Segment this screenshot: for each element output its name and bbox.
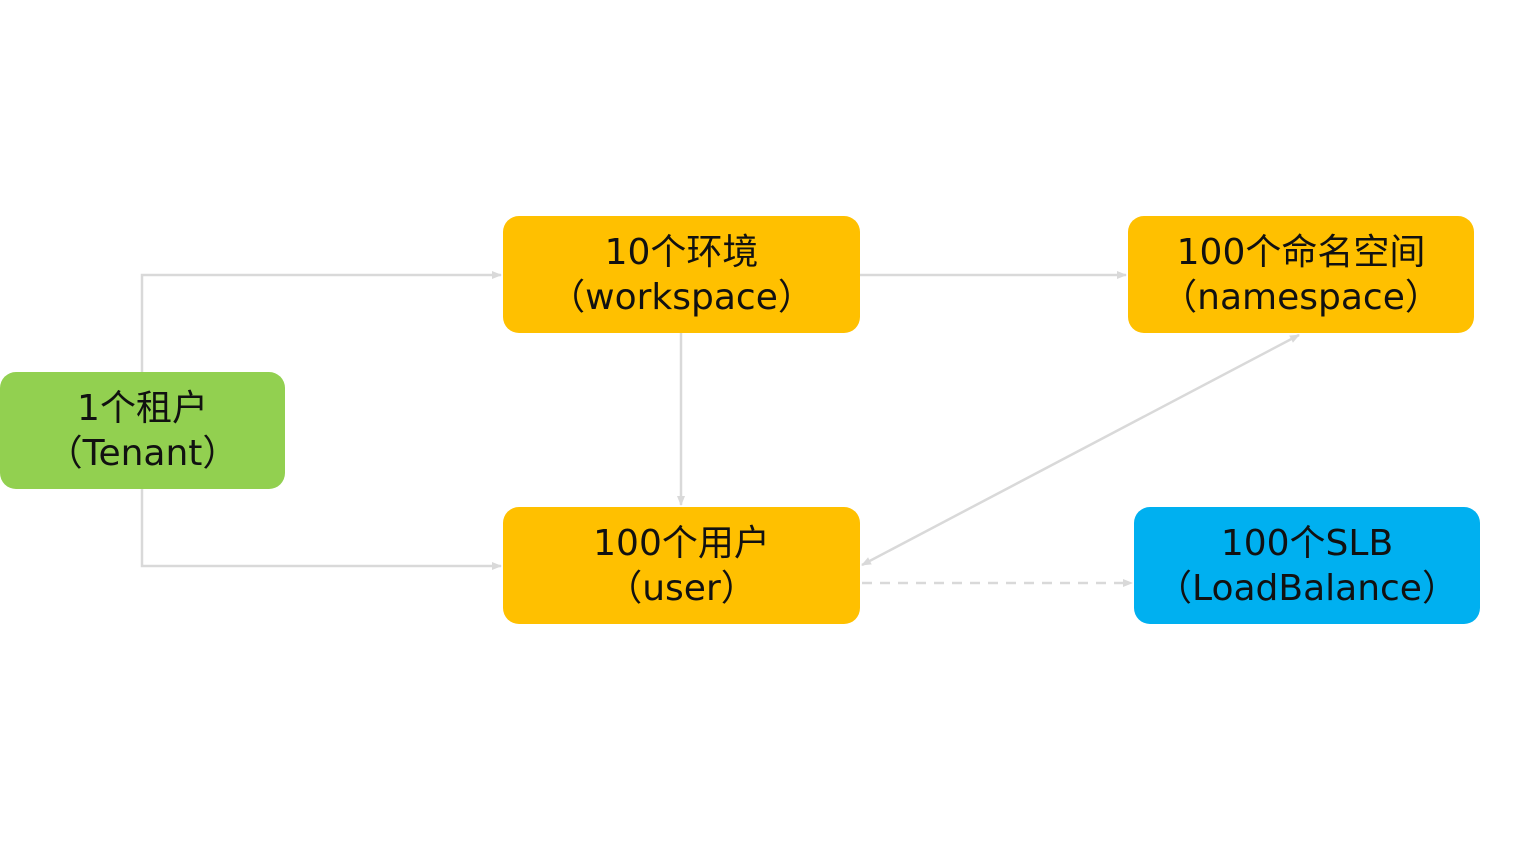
tenant-label: 1个租户 [77, 387, 208, 429]
slb-label: 100个SLB [1220, 522, 1394, 564]
slb-sublabel: （LoadBalance） [1156, 567, 1458, 609]
tenant-sublabel: （Tenant） [46, 432, 239, 474]
workspace-sublabel: （workspace） [549, 276, 814, 318]
edge-namespace-user [861, 333, 1300, 567]
edge-tenant-to-user [140, 489, 502, 570]
edge-tenant-to-workspace [140, 271, 502, 372]
namespace-sublabel: （namespace） [1161, 276, 1441, 318]
workspace-label: 10个环境 [604, 231, 759, 273]
user-label: 100个用户 [593, 522, 770, 564]
workspace-node: 10个环境 （workspace） [503, 216, 860, 333]
user-node: 100个用户 （user） [503, 507, 860, 624]
namespace-label: 100个命名空间 [1176, 231, 1426, 273]
tenant-node: 1个租户 （Tenant） [0, 372, 285, 489]
namespace-node: 100个命名空间 （namespace） [1128, 216, 1474, 333]
slb-node: 100个SLB （LoadBalance） [1134, 507, 1480, 624]
user-sublabel: （user） [606, 567, 757, 609]
